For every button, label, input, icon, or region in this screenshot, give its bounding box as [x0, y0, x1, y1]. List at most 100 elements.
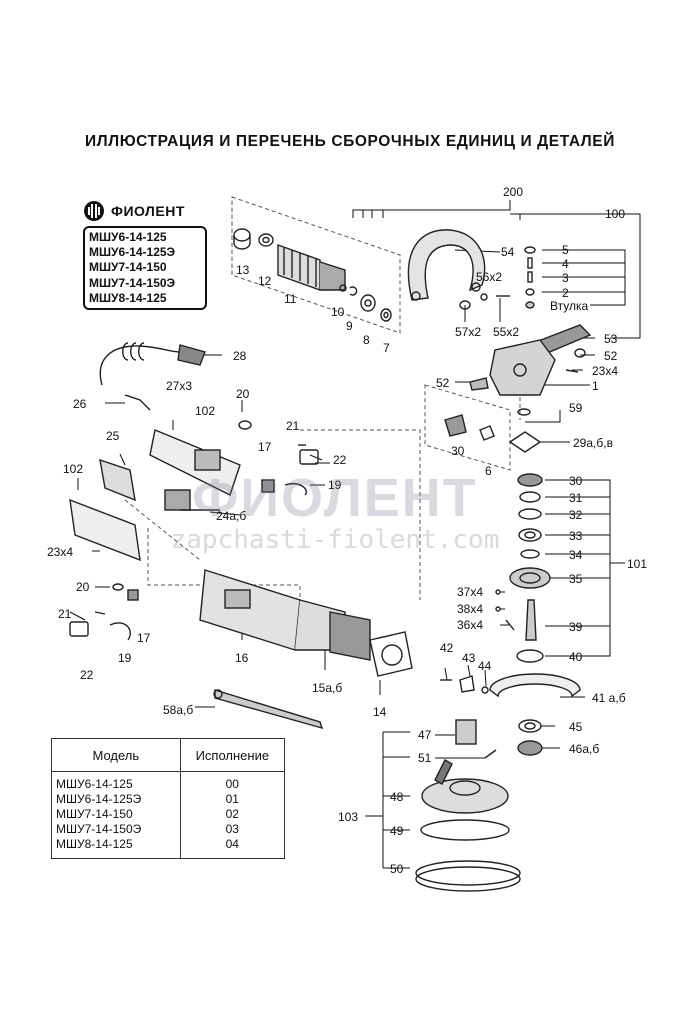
label-5: 5: [562, 243, 569, 257]
cell-model: МШУ7-14-150Э: [56, 822, 142, 836]
label-7: 7: [383, 341, 390, 355]
label-10: 10: [331, 305, 345, 319]
label-23-left: 23х4: [47, 545, 73, 559]
label-29: 29а,б,в: [573, 436, 613, 450]
cell-variant: 03: [179, 822, 285, 837]
table-row: МШУ7-14-150Э 03: [52, 822, 285, 837]
label-20-top: 20: [236, 387, 250, 401]
label-28: 28: [233, 349, 247, 363]
cell-variant: 00: [179, 771, 285, 792]
label-100: 100: [605, 207, 625, 221]
label-40: 40: [569, 650, 583, 664]
label-24: 24а,б: [216, 509, 246, 523]
label-2: 2: [562, 286, 569, 300]
column-header-model: Модель: [51, 738, 181, 772]
label-102-top: 102: [195, 404, 215, 418]
label-53: 53: [604, 332, 618, 346]
label-23-right: 23х4: [592, 364, 618, 378]
label-19-left: 19: [118, 651, 132, 665]
label-26: 26: [73, 397, 87, 411]
model-item: МШУ6-14-125: [89, 230, 167, 244]
model-item: МШУ7-14-150: [89, 260, 167, 275]
label-55: 55х2: [493, 325, 519, 339]
label-49: 49: [390, 824, 404, 838]
table-row: МШУ7-14-150 02: [52, 807, 285, 822]
label-15: 15а,б: [312, 681, 342, 695]
label-39: 39: [569, 620, 583, 634]
model-item: МШУ6-14-125Э: [89, 245, 176, 260]
label-38: 38х4: [457, 602, 483, 616]
label-13: 13: [236, 263, 250, 277]
label-3: 3: [562, 271, 569, 285]
label-16: 16: [235, 651, 249, 665]
cell-variant: 04: [179, 837, 285, 859]
label-22-left: 22: [80, 668, 94, 682]
models-box: МШУ6-14-125 МШУ6-14-125Э МШУ7-14-150 МШУ…: [83, 226, 207, 311]
label-21-top: 21: [286, 419, 300, 433]
label-101: 101: [627, 557, 647, 571]
label-200: 200: [503, 185, 523, 199]
label-43: 43: [462, 651, 476, 665]
label-36: 36х4: [457, 618, 483, 632]
label-33: 33: [569, 529, 583, 543]
cell-model: МШУ6-14-125Э: [56, 792, 142, 806]
label-52-left: 52: [436, 376, 450, 390]
label-56: 56х2: [476, 270, 502, 284]
variants-table: Модель Исполнение МШУ6-14-125 00 МШУ6-14-…: [51, 738, 285, 859]
label-22-top: 22: [333, 453, 347, 467]
cell-variant: 01: [179, 792, 285, 807]
label-42: 42: [440, 641, 454, 655]
label-31: 31: [569, 491, 583, 505]
label-50: 50: [390, 862, 404, 876]
label-45: 45: [569, 720, 583, 734]
column-header-variant: Исполнение: [179, 738, 285, 772]
label-19-top: 19: [328, 478, 342, 492]
label-30: 30: [569, 474, 583, 488]
label-8: 8: [363, 333, 370, 347]
label-11: 11: [284, 292, 297, 306]
table-row: МШУ6-14-125Э 01: [52, 792, 285, 807]
label-41: 41 а,б: [592, 691, 626, 705]
brand-mark-icon: [84, 201, 104, 221]
label-58: 58а,б: [163, 703, 193, 717]
label-52-right: 52: [604, 349, 618, 363]
label-20-left: 20: [76, 580, 90, 594]
label-32: 32: [569, 508, 583, 522]
label-54: 54: [501, 245, 515, 259]
label-30-box: 30: [451, 444, 465, 458]
label-37: 37х4: [457, 585, 483, 599]
label-12: 12: [258, 274, 272, 288]
model-item: МШУ8-14-125: [89, 290, 167, 305]
label-102-left: 102: [63, 462, 83, 476]
cell-model: МШУ7-14-150: [56, 807, 133, 821]
page-title: ИЛЛЮСТРАЦИЯ И ПЕРЕЧЕНЬ СБОРОЧНЫХ ЕДИНИЦ …: [85, 133, 615, 150]
label-14: 14: [373, 705, 387, 719]
cell-variant: 02: [179, 807, 285, 822]
cell-model: МШУ6-14-125: [56, 777, 133, 791]
label-46: 46а,б: [569, 742, 599, 756]
label-48: 48: [390, 790, 404, 804]
label-103: 103: [338, 810, 358, 824]
label-4: 4: [562, 257, 569, 271]
label-17-top: 17: [258, 440, 272, 454]
label-vtulka: Втулка: [550, 299, 588, 313]
table-row: МШУ8-14-125 04: [52, 837, 285, 859]
label-59: 59: [569, 401, 583, 415]
model-item: МШУ7-14-150Э: [89, 275, 176, 290]
label-9: 9: [346, 319, 353, 333]
cell-model: МШУ8-14-125: [56, 837, 133, 851]
brand-logo: ФИОЛЕНТ: [83, 200, 185, 222]
label-25: 25: [106, 429, 120, 443]
label-35: 35: [569, 572, 583, 586]
label-51: 51: [418, 751, 432, 765]
label-27: 27х3: [166, 379, 192, 393]
label-47: 47: [418, 728, 432, 742]
label-6: 6: [485, 464, 492, 478]
label-57: 57х2: [455, 325, 481, 339]
label-17-left: 17: [137, 631, 151, 645]
label-44: 44: [478, 659, 492, 673]
table-row: МШУ6-14-125 00: [52, 771, 285, 792]
label-34: 34: [569, 548, 583, 562]
label-21-left: 21: [58, 607, 72, 621]
